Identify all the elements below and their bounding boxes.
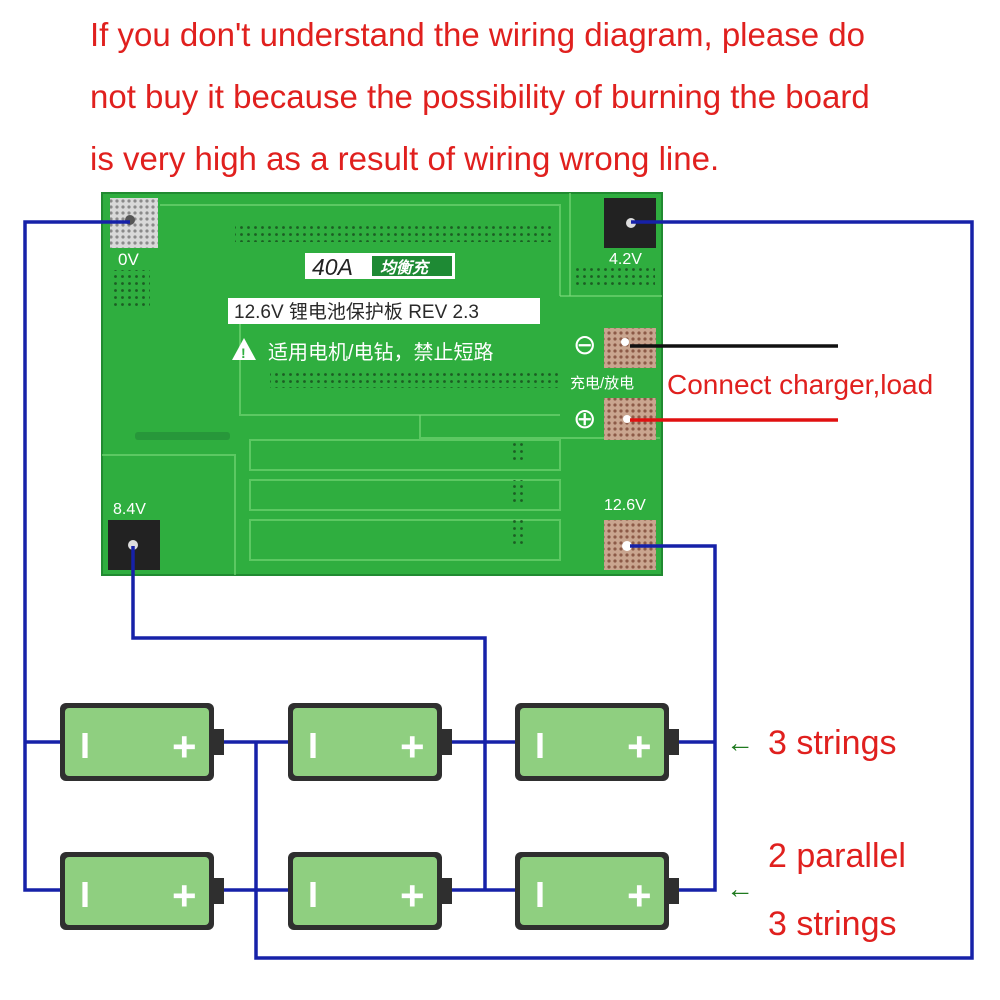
pad-12.6v-label: 12.6V bbox=[604, 497, 646, 514]
warning-line-1: If you don't understand the wiring diagr… bbox=[90, 16, 865, 53]
board-caution: 适用电机/电钻，禁止短路 bbox=[268, 341, 494, 364]
battery-minus-label: I bbox=[308, 874, 318, 915]
pad-0v-label: 0V bbox=[118, 250, 139, 269]
battery-row-2-cell-2: I + bbox=[288, 852, 452, 930]
arrow-left-icon: ← bbox=[726, 727, 754, 758]
arrow-left-icon: ← bbox=[726, 873, 754, 904]
blue-wires bbox=[23, 220, 974, 960]
minus-symbol-icon: ⊖ bbox=[573, 329, 596, 360]
battery-row-2-cell-3: I + bbox=[515, 852, 679, 930]
caution-triangle-icon bbox=[232, 338, 256, 360]
pad-8.4v-label: 8.4V bbox=[113, 501, 146, 518]
battery-plus-label: + bbox=[627, 872, 652, 919]
board-rating-suffix: 均衡充 bbox=[380, 259, 431, 277]
board-model: 12.6V 锂电池保护板 REV 2.3 bbox=[234, 301, 479, 323]
battery-minus-label: I bbox=[80, 725, 90, 766]
battery-row-2-cell-1: I + bbox=[60, 852, 224, 930]
pad-4.2v-label: 4.2V bbox=[609, 251, 642, 268]
charge-discharge-label: 充电/放电 bbox=[570, 375, 634, 392]
parallel-three-strings-label: 3 strings bbox=[768, 905, 897, 943]
battery-minus-label: I bbox=[80, 874, 90, 915]
battery-plus-label: + bbox=[172, 872, 197, 919]
connect-charger-load-label: Connect charger,load bbox=[667, 369, 933, 400]
three-strings-label: 3 strings bbox=[768, 724, 897, 762]
pad-minus bbox=[604, 328, 656, 368]
battery-plus-label: + bbox=[172, 723, 197, 770]
battery-plus-label: + bbox=[400, 723, 425, 770]
battery-minus-label: I bbox=[535, 725, 545, 766]
battery-plus-label: + bbox=[400, 872, 425, 919]
warning-line-2: not buy it because the possibility of bu… bbox=[90, 78, 870, 115]
two-parallel-label: 2 parallel bbox=[768, 837, 906, 875]
battery-row-1-cell-3: I + bbox=[515, 703, 679, 781]
board-rating: 40A bbox=[312, 254, 353, 280]
pcb-board: 40A 均衡充 12.6V 锂电池保护板 REV 2.3 ! 适用电机/电钻，禁… bbox=[101, 192, 663, 576]
caution-exclamation-icon: ! bbox=[241, 345, 246, 361]
battery-row-1-cell-1: I + bbox=[60, 703, 224, 781]
battery-row-1-cell-2: I + bbox=[288, 703, 452, 781]
plus-symbol-icon: ⊕ bbox=[573, 403, 596, 434]
battery-plus-label: + bbox=[627, 723, 652, 770]
battery-minus-label: I bbox=[308, 725, 318, 766]
warning-line-3: is very high as a result of wiring wrong… bbox=[90, 140, 720, 177]
battery-minus-label: I bbox=[535, 874, 545, 915]
